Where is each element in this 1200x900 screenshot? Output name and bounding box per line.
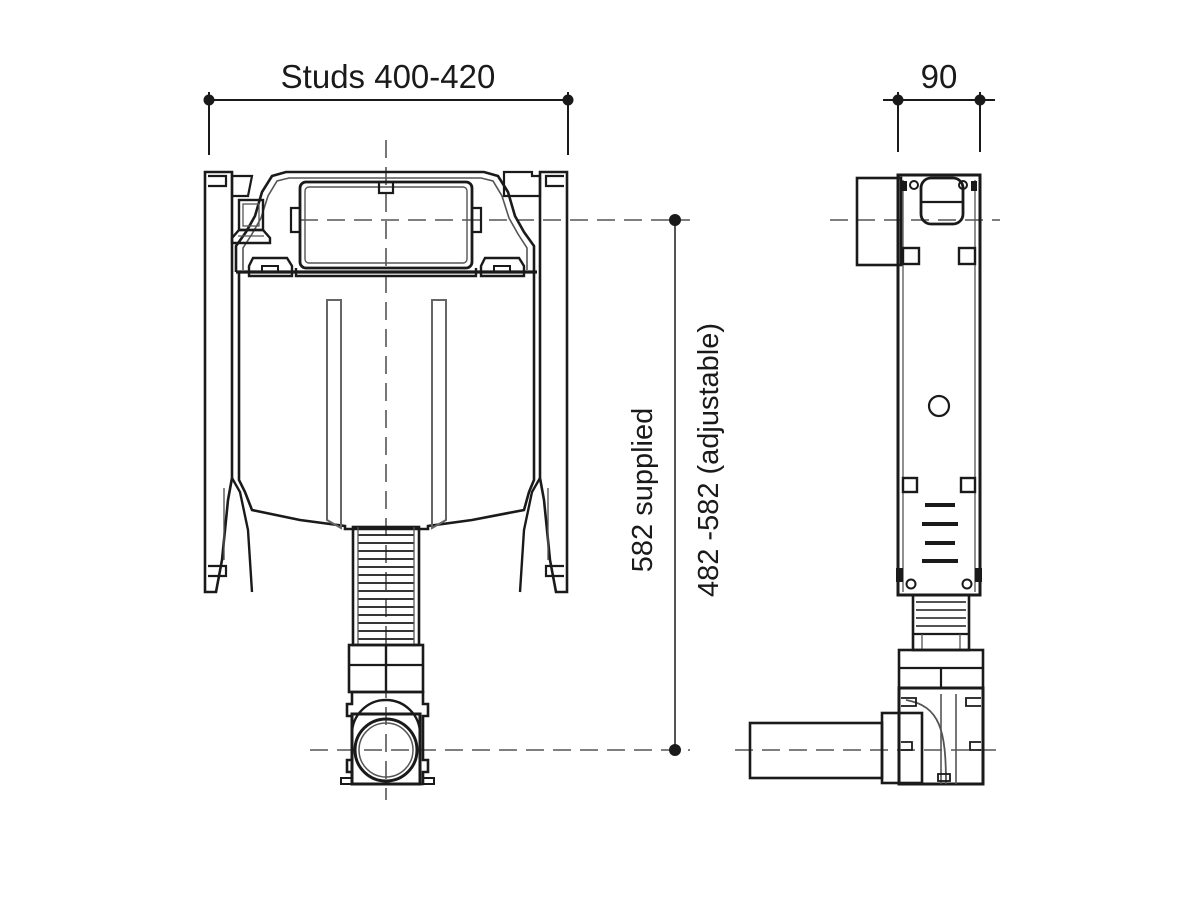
dimension-label-adjustable: 482 -582 (adjustable) xyxy=(693,323,725,597)
left-leg-splay xyxy=(230,477,254,593)
access-panel xyxy=(289,180,483,278)
side-view-corrugated-pipe xyxy=(911,593,971,652)
outlet-collar xyxy=(347,643,425,694)
front-view xyxy=(203,140,690,800)
dimension-label-depth: 90 xyxy=(921,58,958,95)
side-view-ventilation-slots xyxy=(922,503,958,563)
right-leg-splay xyxy=(518,477,542,593)
lower-mounting-bracket-left xyxy=(247,256,294,278)
dimension-endpoint-top xyxy=(669,214,681,226)
dimension-label-supplied: 582 supplied xyxy=(627,408,659,572)
dimension-depth: 90 xyxy=(883,58,995,152)
side-view-mid-fixings xyxy=(901,246,977,266)
side-view-inspection-hole xyxy=(927,394,951,418)
side-view-outlet-pipe xyxy=(748,711,924,785)
inlet-valve-stub xyxy=(230,198,272,245)
dimension-label-studs: Studs 400-420 xyxy=(281,58,496,95)
side-view-bottom-hole-right xyxy=(961,578,973,590)
side-view-outlet-housing xyxy=(897,686,985,786)
lower-mounting-bracket-right xyxy=(479,256,526,278)
side-view xyxy=(735,173,1000,786)
outlet-housing xyxy=(340,690,435,786)
side-view-access-panel xyxy=(919,176,965,226)
cistern-body xyxy=(236,270,537,531)
side-view-bottom-hole-left xyxy=(905,578,917,590)
top-corner-bracket-left xyxy=(230,174,254,198)
left-frame-leg xyxy=(203,170,234,594)
top-corner-bracket-right xyxy=(502,170,542,198)
side-view-inlet-box xyxy=(855,176,903,267)
right-frame-leg xyxy=(538,170,569,594)
dimension-studs-width: Studs 400-420 xyxy=(203,58,574,155)
side-view-tab-right xyxy=(975,568,982,582)
dimension-endpoint-bottom xyxy=(669,744,681,756)
side-view-tab-left xyxy=(896,568,903,582)
dimension-height: 582 supplied 482 -582 (adjustable) xyxy=(627,214,725,756)
side-view-lower-fixings xyxy=(901,476,977,494)
